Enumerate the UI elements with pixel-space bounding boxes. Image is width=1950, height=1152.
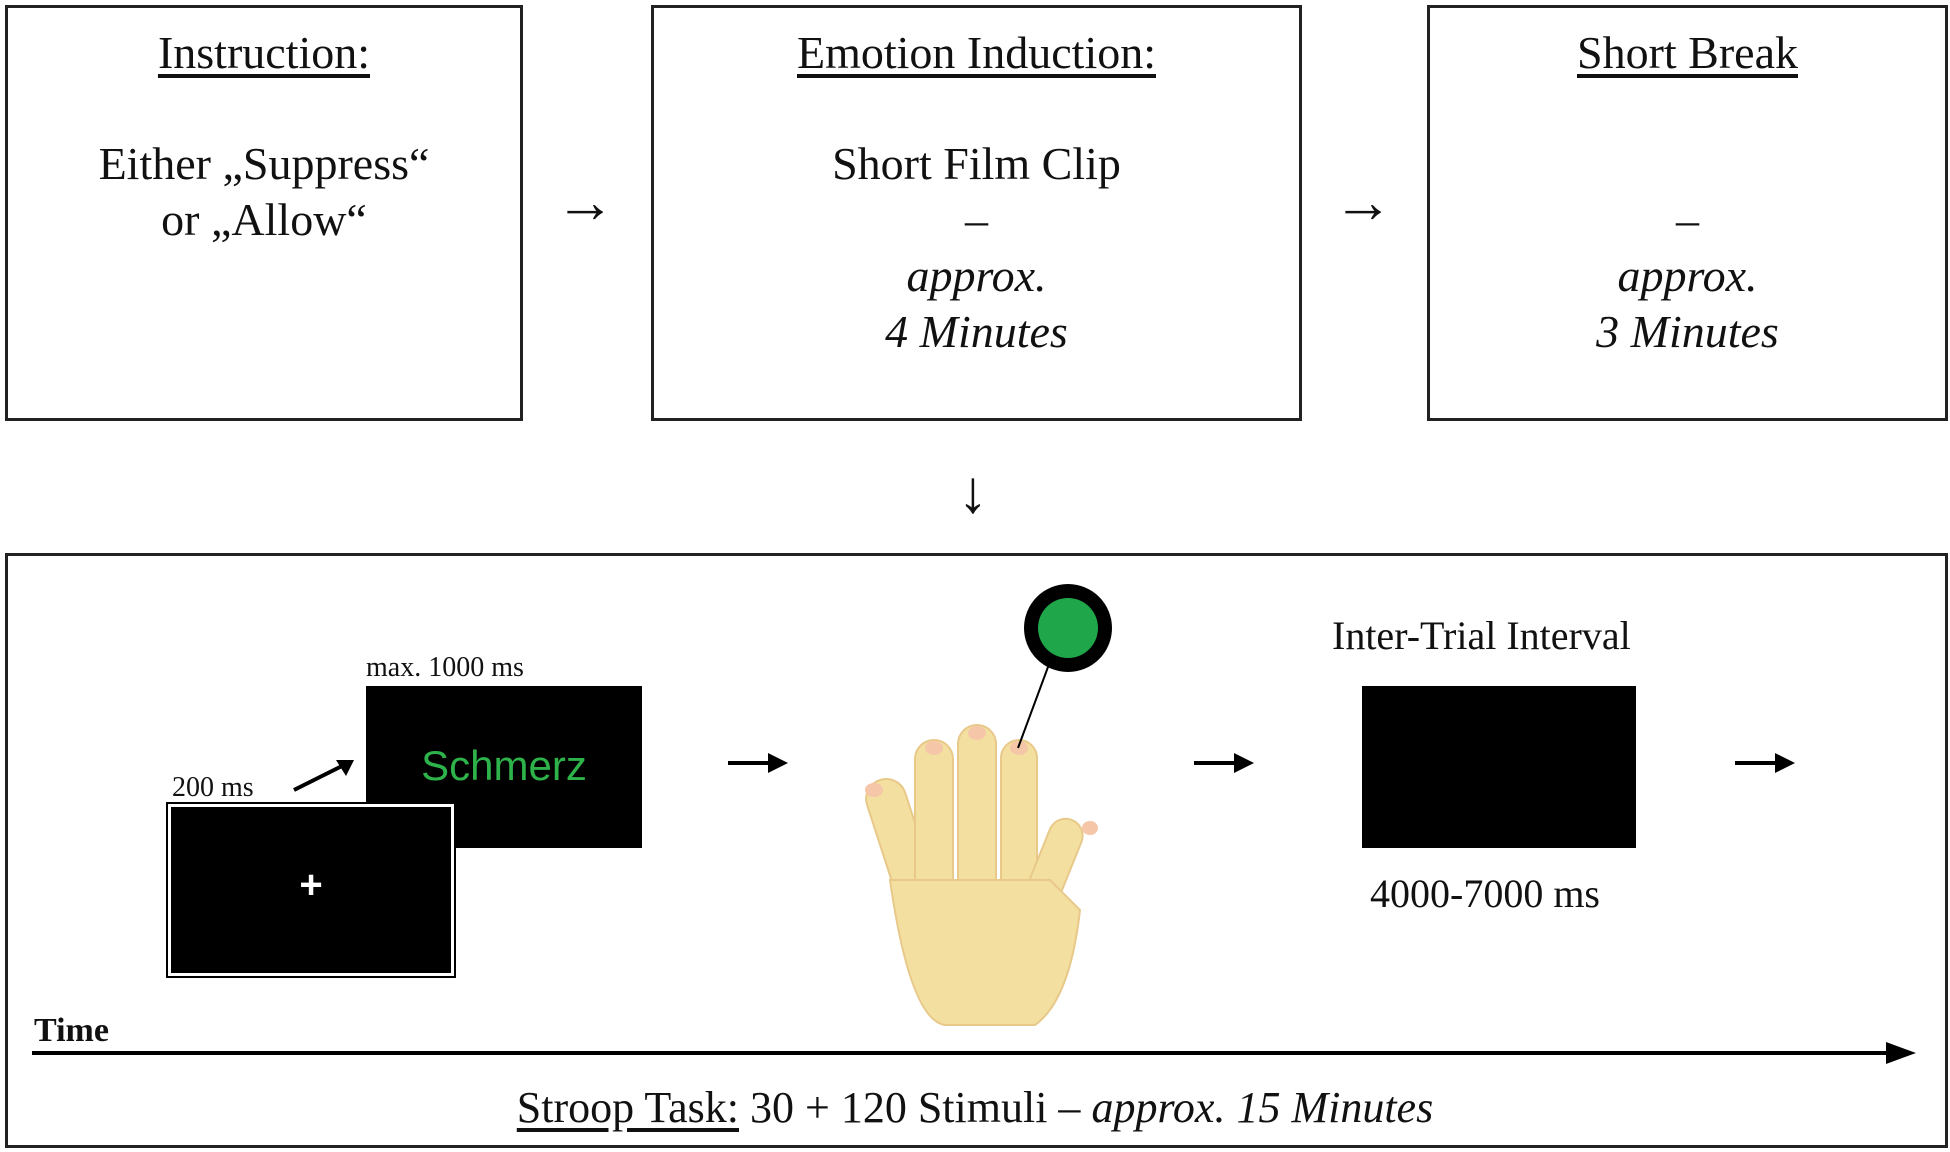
stroop-caption: Stroop Task: 30 + 120 Stimuli – approx. … [0,1082,1950,1133]
instruction-title: Instruction: [157,27,371,78]
right-arrow-icon: → [1333,169,1393,235]
iti-time-label: 4000-7000 ms [1370,871,1600,916]
break-duration: 3 Minutes [1596,306,1779,357]
instruction-box: Instruction: Either „Suppress“ or „Allow… [5,5,523,421]
time-axis-arrow [32,1042,1916,1064]
induction-dash: – [965,194,988,245]
instruction-line-2: or „Allow“ [161,194,367,245]
fixation-time-label: 200 ms [172,772,254,803]
right-arrow-icon [1194,753,1254,773]
emotion-induction-box: Emotion Induction: Short Film Clip – app… [651,5,1302,421]
induction-line-1: Short Film Clip [832,138,1121,189]
fixation-screen: + [166,802,456,978]
break-dash: – [1676,194,1699,245]
sequence-arrow-icon [293,760,354,792]
right-arrow-icon: → [555,169,615,235]
right-arrow-icon [1735,753,1795,773]
emotion-induction-title: Emotion Induction: [796,27,1156,78]
short-break-box: Short Break – approx. 3 Minutes [1427,5,1948,421]
instruction-text: Either „Suppress“ or „Allow“ [8,136,520,248]
hand-icon [865,639,1098,1026]
stroop-caption-suffix: approx. 15 Minutes [1091,1083,1434,1132]
emotion-induction-text: Short Film Clip – approx. 4 Minutes [654,136,1299,360]
down-arrow-icon: ↓ [958,459,988,525]
iti-label: Inter-Trial Interval [1332,613,1631,658]
right-arrow-icon [728,753,788,773]
stimulus-word: Schmerz [421,742,587,789]
induction-duration: 4 Minutes [885,306,1068,357]
fixation-cross: + [299,863,323,907]
iti-screen [1362,686,1636,848]
short-break-title: Short Break [1576,27,1798,78]
time-axis-label: Time [34,1012,109,1049]
instruction-line-1: Either „Suppress“ [98,138,430,189]
stimulus-time-label: max. 1000 ms [366,652,524,683]
response-button-icon [1024,584,1112,672]
stroop-caption-middle: 30 + 120 Stimuli – [750,1083,1081,1132]
stroop-caption-prefix: Stroop Task: [516,1083,740,1132]
induction-approx: approx. [906,250,1047,301]
short-break-text: – approx. 3 Minutes [1430,192,1945,360]
break-approx: approx. [1617,250,1758,301]
